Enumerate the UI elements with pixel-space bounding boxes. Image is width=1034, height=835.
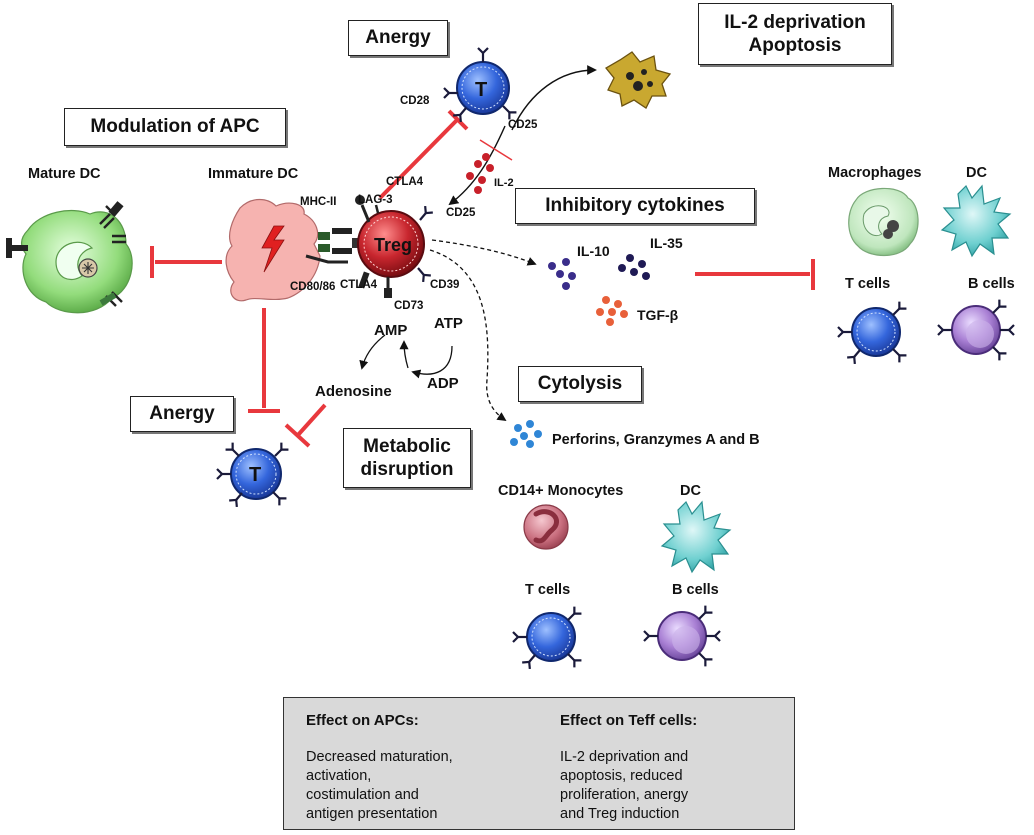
metabolites: AMP ATP ADP Adenosine — [315, 315, 463, 400]
box-metabolic-disruption: Metabolic disruption — [343, 428, 471, 488]
box-il2-deprivation: IL-2 deprivation Apoptosis — [698, 3, 892, 65]
arrow-adp-to-amp — [399, 340, 409, 369]
label-t-left: T — [249, 464, 261, 486]
label-cd25-top: CD25 — [508, 119, 538, 131]
label-il35: IL-35 — [650, 235, 683, 251]
label-tgfb: TGF-β — [637, 307, 679, 323]
tgfb-particles — [596, 296, 628, 326]
label-lag3: LAG-3 — [358, 194, 393, 206]
box-inhibitory-cytokines: Inhibitory cytokines — [515, 188, 755, 224]
label-cd25-treg: CD25 — [446, 207, 476, 219]
summary-teff-text: IL-2 deprivation and apoptosis, reduced … — [560, 749, 689, 822]
t-cell-left: T — [215, 441, 290, 509]
dc-cell-right: DC — [940, 165, 1012, 258]
il10-particles — [548, 258, 576, 290]
label-b-cells-bottom: B cells — [672, 582, 719, 598]
label-il10: IL-10 — [577, 243, 610, 259]
macrophage-cell: Macrophages — [828, 165, 921, 256]
connectors — [150, 65, 815, 448]
il35-particles — [618, 254, 650, 280]
label-cd39: CD39 — [430, 279, 459, 291]
cytokines: IL-10 IL-35 TGF-β — [548, 235, 683, 326]
inhibit-treg-to-t-top — [378, 118, 459, 200]
label-t-top: T — [475, 79, 487, 101]
arrow-t-to-apoptosis — [511, 65, 597, 131]
label-b-cells-right: B cells — [968, 276, 1015, 292]
label-immature-dc: Immature DC — [208, 166, 299, 182]
summary-teff-heading: Effect on Teff cells: — [560, 712, 698, 729]
label-dc-bottom: DC — [680, 483, 701, 499]
label-cd28: CD28 — [400, 95, 430, 107]
label-ctla4-bottom: CTLA4 — [340, 279, 378, 291]
box-cytolysis: Cytolysis — [518, 366, 642, 402]
mature-dc-cell: Mature DC — [6, 166, 133, 314]
label-mhcii: MHC-II — [300, 196, 336, 208]
dc-cell-bottom: DC — [660, 483, 732, 574]
label-perforins: Perforins, Granzymes A and B — [552, 432, 760, 448]
arrow-treg-to-cytolysis — [429, 249, 507, 422]
b-cell-bottom: B cells — [642, 582, 722, 668]
label-ctla4-top: CTLA4 — [386, 176, 424, 188]
monocyte-cell: CD14+ Monocytes — [498, 483, 623, 550]
box-anergy-top: Anergy — [348, 20, 448, 56]
apoptotic-cell-icon — [605, 51, 672, 109]
t-cell-bottom: T cells — [511, 582, 583, 671]
arrow-atp-to-adp — [411, 345, 453, 379]
label-t-cells-right: T cells — [845, 276, 890, 292]
t-cell-right: T cells — [836, 276, 908, 366]
label-adp: ADP — [427, 375, 459, 392]
box-modulation-apc: Modulation of APC — [64, 108, 286, 146]
arrow-il2-to-treg — [448, 125, 506, 206]
label-mature-dc: Mature DC — [28, 166, 101, 182]
b-cell-right: B cells — [936, 276, 1016, 362]
label-il2: IL-2 — [494, 177, 514, 189]
arrow-amp-to-adenosine — [359, 334, 386, 370]
il2-particles: IL-2 — [466, 153, 514, 194]
treg-cell: Treg CTLA4 LAG-3 CD25 CTLA4 CD39 CD73 — [340, 176, 476, 312]
label-cd14-monocytes: CD14+ Monocytes — [498, 483, 623, 499]
label-t-cells-bottom: T cells — [525, 582, 570, 598]
summary-box: Effect on APCs: Decreased maturation, ac… — [283, 697, 795, 830]
label-treg: Treg — [374, 235, 412, 255]
label-amp: AMP — [374, 322, 407, 339]
immature-dc-cell: Immature DC MHC-II CD80/86 — [208, 166, 360, 302]
box-anergy-left: Anergy — [130, 396, 234, 432]
inhibit-adenosine-to-t-left — [296, 403, 327, 437]
label-cd73: CD73 — [394, 300, 423, 312]
label-macrophages: Macrophages — [828, 165, 921, 181]
label-adenosine: Adenosine — [315, 383, 392, 400]
summary-apc-heading: Effect on APCs: — [306, 712, 419, 729]
label-dc-right: DC — [966, 165, 987, 181]
arrow-treg-to-cytokines — [431, 239, 537, 266]
label-cd80-86: CD80/86 — [290, 281, 335, 293]
label-atp: ATP — [434, 315, 463, 332]
summary-apc-text: Decreased maturation, activation, costim… — [306, 749, 453, 822]
t-cell-top: T CD28 CD25 — [400, 46, 538, 131]
perforin-particles: Perforins, Granzymes A and B — [510, 420, 760, 448]
